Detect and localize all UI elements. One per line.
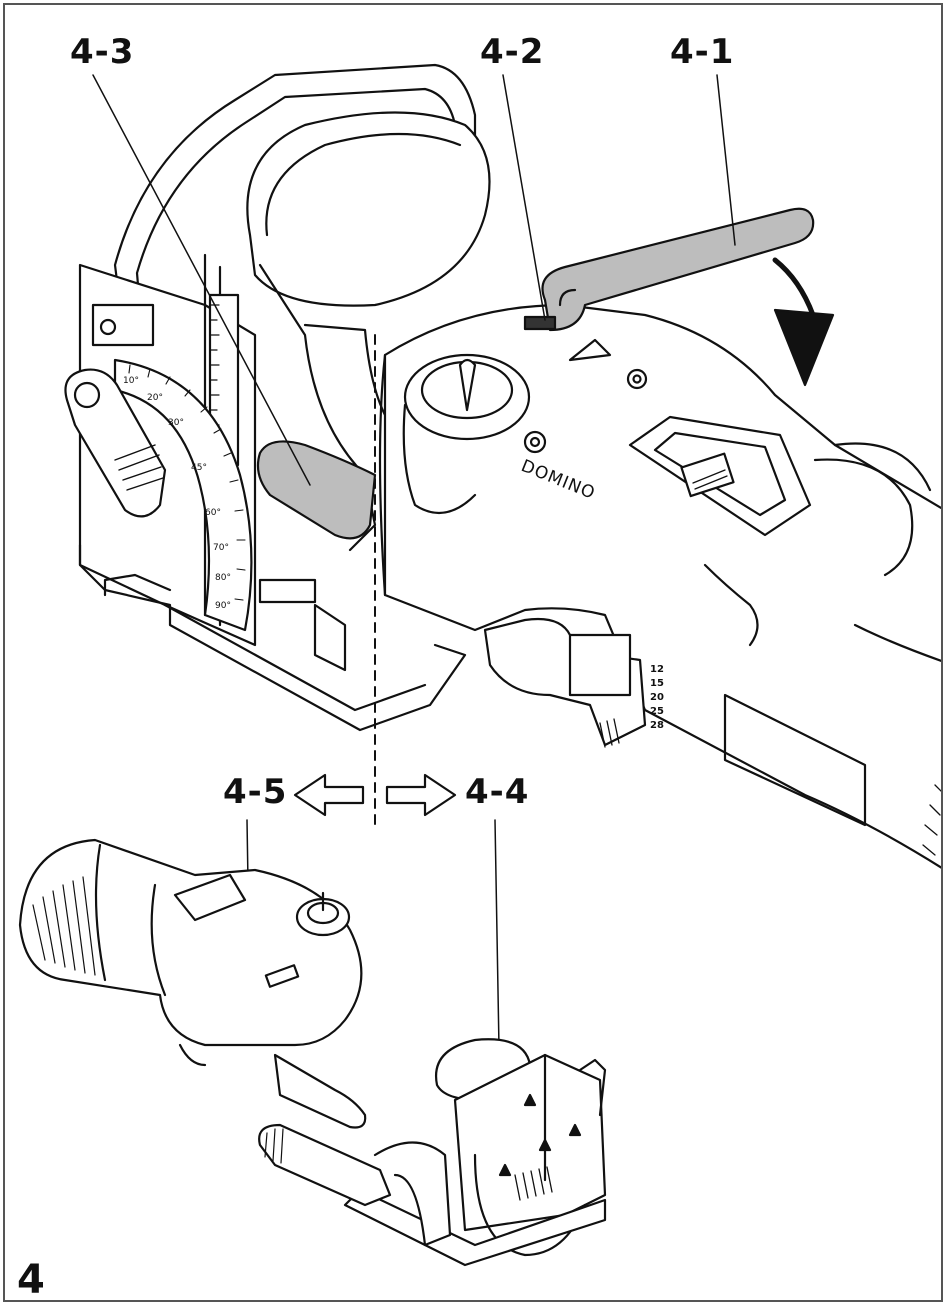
- angle-mark: 60°: [205, 508, 221, 518]
- callout-4-5: 4-5: [223, 772, 288, 812]
- angle-mark: 90°: [215, 601, 231, 611]
- angle-mark: 45°: [191, 463, 207, 473]
- top-handle-frame: [113, 63, 477, 347]
- figure-frame: 10° 20° 30° 45° 60° 70° 80° 90° 12 15 20…: [3, 3, 943, 1302]
- arrow-left-icon: [293, 773, 365, 817]
- figure-number: 4: [17, 1257, 45, 1302]
- angle-mark: 10°: [123, 376, 139, 386]
- leader-4-2: [502, 74, 546, 321]
- domino-joiner-illustration: 10° 20° 30° 45° 60° 70° 80° 90° 12 15 20…: [18, 63, 941, 1267]
- depth-scale-mark: 12: [650, 664, 664, 675]
- depth-scale-mark: 20: [650, 692, 664, 703]
- depth-scale-mark: 15: [650, 678, 664, 689]
- front-grip-knob: [246, 111, 491, 307]
- rotation-arrow-icon: [772, 257, 816, 318]
- dust-port: [258, 1123, 392, 1207]
- angle-mark: 70°: [213, 543, 229, 553]
- depth-scale-mark: 28: [650, 720, 664, 731]
- angle-mark: 80°: [215, 573, 231, 583]
- spindle-lock-nut: [523, 315, 557, 331]
- angle-protractor: [113, 358, 253, 632]
- depth-stop: [483, 617, 647, 747]
- callout-4-1: 4-1: [670, 32, 735, 72]
- callout-4-3: 4-3: [70, 32, 135, 72]
- angle-mark: 30°: [168, 418, 184, 428]
- leader-4-3: [92, 74, 311, 486]
- spanner-icon: [541, 207, 815, 332]
- callout-4-4: 4-4: [465, 772, 530, 812]
- motor-housing: [383, 303, 941, 869]
- cutter-highlight: [256, 440, 377, 540]
- arrow-right-icon: [385, 773, 457, 817]
- callout-4-2: 4-2: [480, 32, 545, 72]
- base-plate: [78, 543, 467, 732]
- angle-mark: 20°: [147, 393, 163, 403]
- motor-unit: [18, 838, 363, 1047]
- depth-scale-mark: 25: [650, 706, 664, 717]
- leader-4-1: [716, 74, 736, 246]
